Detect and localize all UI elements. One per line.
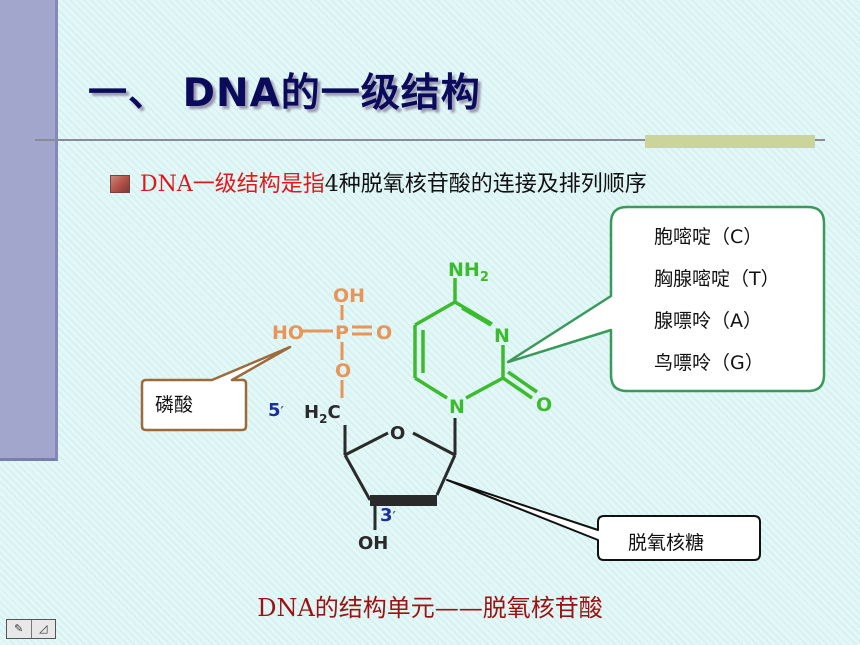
slide-nav-buttons[interactable]: ✎ ◿ (6, 619, 56, 639)
base-item-c: 胞嘧啶（C） (654, 226, 762, 248)
nav-pencil-icon[interactable]: ✎ (7, 620, 32, 638)
nav-menu-icon[interactable]: ◿ (39, 622, 48, 635)
phosphate-oh: OH (333, 285, 365, 307)
base-item-g: 鸟嘌呤（G） (654, 352, 764, 374)
page-title: 一、 DNA的一级结构 (88, 71, 481, 116)
base-n-top: N (494, 325, 510, 347)
phosphate-callout (140, 345, 292, 432)
phosphate-o-bridge: O (335, 360, 351, 382)
title-divider (35, 139, 825, 141)
phosphate-p: P (335, 322, 349, 344)
bullet-text: 4种脱氧核苷酸的连接及排列顺序 (324, 172, 647, 197)
cytosine-ring (413, 278, 538, 400)
left-decoration-bar (0, 0, 58, 461)
sugar-ring-o: O (390, 423, 405, 444)
base-n-bottom: N (449, 396, 465, 418)
bullet-icon (110, 175, 130, 193)
five-prime-label: 5′ (268, 400, 285, 421)
bullet-highlight: DNA一级结构是指 (140, 172, 325, 197)
base-item-t: 胸腺嘧啶（T） (654, 268, 780, 290)
phosphate-ho: HO (272, 322, 304, 344)
three-prime-label: 3′ (380, 505, 397, 526)
sugar-label: 脱氧核糖 (628, 532, 704, 554)
title-divider-accent (645, 135, 815, 148)
sugar-callout (446, 479, 761, 561)
phosphate-group (300, 305, 372, 398)
ch2-h: H2C (304, 402, 341, 426)
base-callout (506, 205, 826, 393)
phosphate-o-double: O (376, 322, 392, 344)
bullet-point: DNA一级结构是指4种脱氧核苷酸的连接及排列顺序 (110, 166, 647, 198)
base-item-a: 腺嘌呤（A） (654, 310, 762, 332)
phosphate-label: 磷酸 (155, 394, 193, 416)
amino-group: NH2 (448, 259, 489, 285)
slide-caption: DNA的结构单元——脱氧核苷酸 (257, 594, 603, 622)
base-o: O (536, 394, 552, 416)
deoxyribose-ring (343, 418, 457, 530)
sugar-3-oh: OH (358, 533, 388, 554)
